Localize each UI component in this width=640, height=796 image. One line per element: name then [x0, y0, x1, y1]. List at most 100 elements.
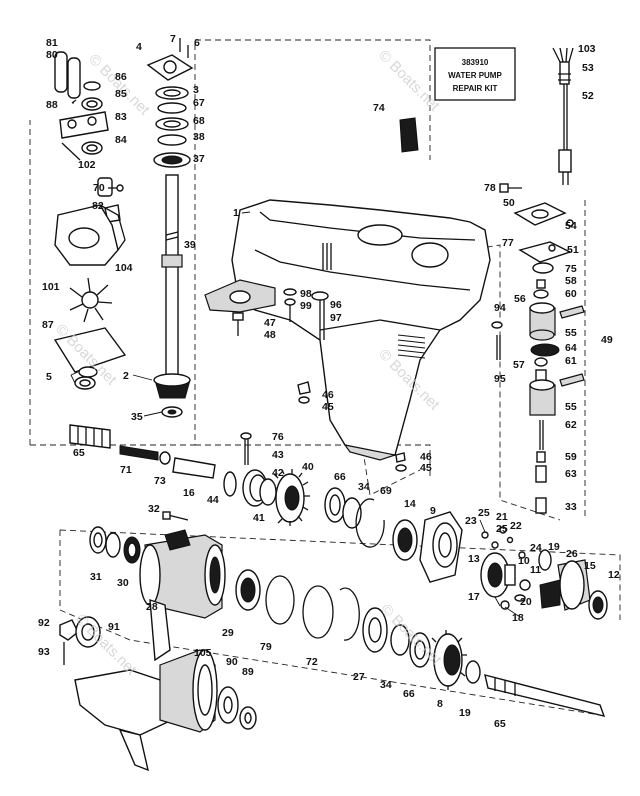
callout-88: 88	[46, 99, 58, 111]
callout-3: 3	[193, 84, 199, 96]
callout-25-left: 25	[478, 507, 490, 519]
callout-57: 57	[513, 359, 525, 371]
callout-65-upper: 65	[73, 447, 85, 459]
watermark-text: © Boats.net	[375, 47, 443, 115]
callout-96: 96	[330, 299, 342, 311]
callout-85: 85	[115, 88, 127, 100]
callout-19-upper: 19	[548, 541, 560, 553]
plugs-45-46	[297, 381, 407, 472]
kit-line2: REPAIR KIT	[453, 84, 498, 93]
callout-70: 70	[93, 182, 105, 194]
callout-65-lower: 65	[494, 718, 506, 730]
callout-79: 79	[260, 641, 272, 653]
callout-59: 59	[565, 451, 577, 463]
water-pump-kit-box: 383910 WATER PUMP REPAIR KIT	[434, 47, 516, 101]
callout-4: 4	[136, 41, 142, 53]
callout-50: 50	[503, 197, 515, 209]
callout-34-lower: 34	[380, 679, 392, 691]
bolts-96-99	[283, 288, 329, 340]
callout-75: 75	[565, 263, 577, 275]
callout-72: 72	[306, 656, 318, 668]
callout-45-lower: 45	[420, 462, 432, 474]
callout-77: 77	[502, 237, 514, 249]
callout-104: 104	[115, 262, 133, 274]
callout-46-lower: 46	[420, 451, 432, 463]
callout-33: 33	[565, 501, 577, 513]
anode-74	[399, 117, 419, 153]
callout-39: 39	[184, 239, 196, 251]
callout-42: 42	[272, 467, 284, 479]
callout-99: 99	[300, 300, 312, 312]
callout-26: 26	[566, 548, 578, 560]
callout-93: 93	[38, 646, 50, 658]
callout-53: 53	[582, 62, 594, 74]
kit-line1: WATER PUMP	[448, 71, 502, 80]
callout-41: 41	[253, 512, 265, 524]
callout-68: 68	[193, 115, 205, 127]
callout-80: 80	[46, 49, 58, 61]
callout-94: 94	[494, 302, 506, 314]
stud-94-95	[491, 321, 503, 360]
trim-tab-47	[204, 279, 276, 336]
callout-61: 61	[565, 355, 577, 367]
callout-24: 24	[530, 542, 542, 554]
callout-67: 67	[193, 97, 205, 109]
callout-labels: 81 80 86 85 88 83 84 102 70 82 104 101 8…	[38, 33, 620, 730]
callout-90: 90	[226, 656, 238, 668]
callout-35: 35	[131, 411, 143, 423]
callout-38: 38	[193, 131, 205, 143]
callout-8: 8	[437, 698, 443, 710]
callout-5: 5	[46, 371, 52, 383]
callout-66-lower: 66	[403, 688, 415, 700]
callout-9: 9	[430, 505, 436, 517]
shift-rod-assembly	[499, 47, 585, 514]
callout-37: 37	[193, 153, 205, 165]
callout-44: 44	[207, 494, 219, 506]
callout-40: 40	[302, 461, 314, 473]
callout-84: 84	[115, 134, 127, 146]
callout-20: 20	[520, 596, 532, 608]
callout-101: 101	[42, 281, 60, 293]
clutch-shift-group	[480, 526, 608, 620]
callout-17: 17	[468, 591, 480, 603]
callout-91: 91	[108, 621, 120, 633]
callout-102: 102	[78, 159, 96, 171]
callout-97: 97	[330, 312, 342, 324]
propeller-group	[59, 599, 257, 772]
callout-12: 12	[608, 569, 620, 581]
callout-31: 31	[90, 571, 102, 583]
callout-43: 43	[272, 449, 284, 461]
callout-82: 82	[92, 200, 104, 212]
callout-98: 98	[300, 288, 312, 300]
callout-54: 54	[565, 220, 577, 232]
callout-14: 14	[404, 498, 416, 510]
callout-10: 10	[518, 555, 530, 567]
callout-32: 32	[148, 503, 160, 515]
callout-28: 28	[146, 601, 158, 613]
callout-2: 2	[123, 370, 129, 382]
callout-48: 48	[264, 329, 276, 341]
impeller	[69, 277, 113, 323]
callout-23: 23	[465, 515, 477, 527]
callout-30: 30	[117, 577, 129, 589]
water-pump-parts	[53, 51, 127, 390]
callout-47: 47	[264, 317, 276, 329]
callout-51: 51	[567, 244, 579, 256]
callout-83: 83	[115, 111, 127, 123]
callout-74: 74	[373, 102, 385, 114]
callout-52: 52	[582, 90, 594, 102]
callout-63: 63	[565, 468, 577, 480]
callout-87: 87	[42, 319, 54, 331]
callout-64: 64	[565, 342, 577, 354]
callout-7: 7	[170, 33, 176, 45]
callout-25-right: 25	[496, 523, 508, 535]
callout-1: 1	[233, 207, 239, 219]
callout-58: 58	[565, 275, 577, 287]
callout-21: 21	[496, 511, 508, 523]
callout-66-upper: 66	[334, 471, 346, 483]
driveshaft-assembly	[146, 38, 194, 418]
callout-46-upper: 46	[322, 389, 334, 401]
reverse-gear-8	[431, 630, 467, 690]
